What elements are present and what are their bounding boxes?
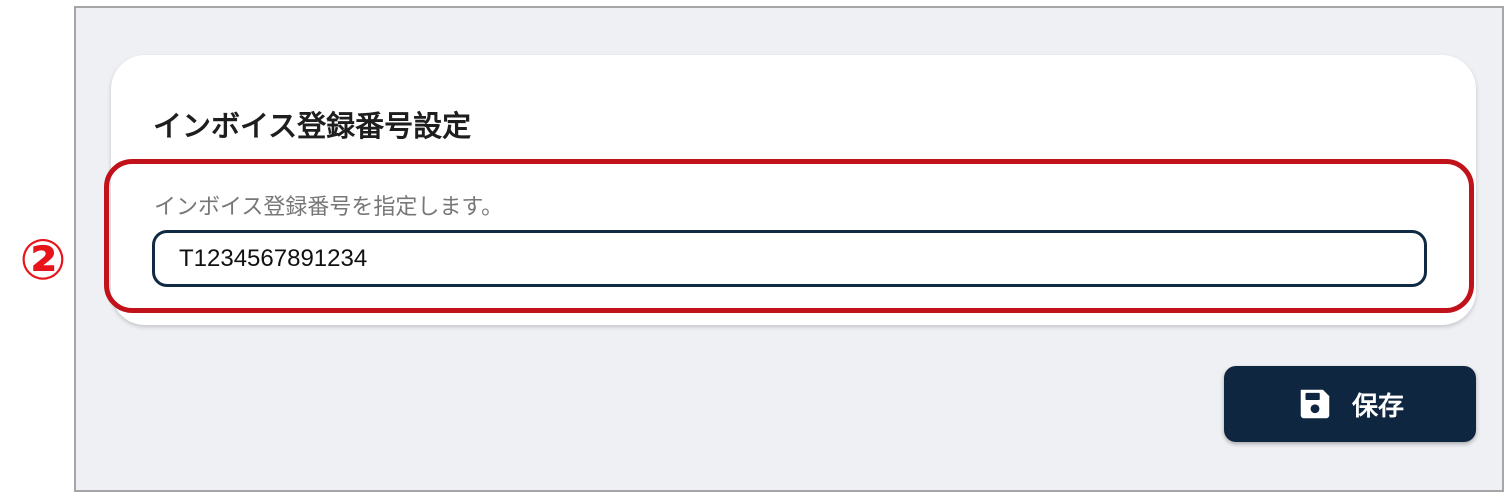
- field-description: インボイス登録番号を指定します。: [154, 195, 504, 220]
- floppy-disk-icon: [1300, 389, 1330, 419]
- card-title: インボイス登録番号設定: [153, 109, 472, 143]
- invoice-number-input[interactable]: [152, 230, 1427, 287]
- save-button[interactable]: 保存: [1224, 366, 1476, 442]
- step-number-annotation: ②: [19, 228, 67, 293]
- settings-screen: インボイス登録番号設定 インボイス登録番号を指定します。 保存: [74, 6, 1504, 492]
- save-button-label: 保存: [1351, 391, 1404, 422]
- annotation-highlight-box: [104, 159, 1474, 313]
